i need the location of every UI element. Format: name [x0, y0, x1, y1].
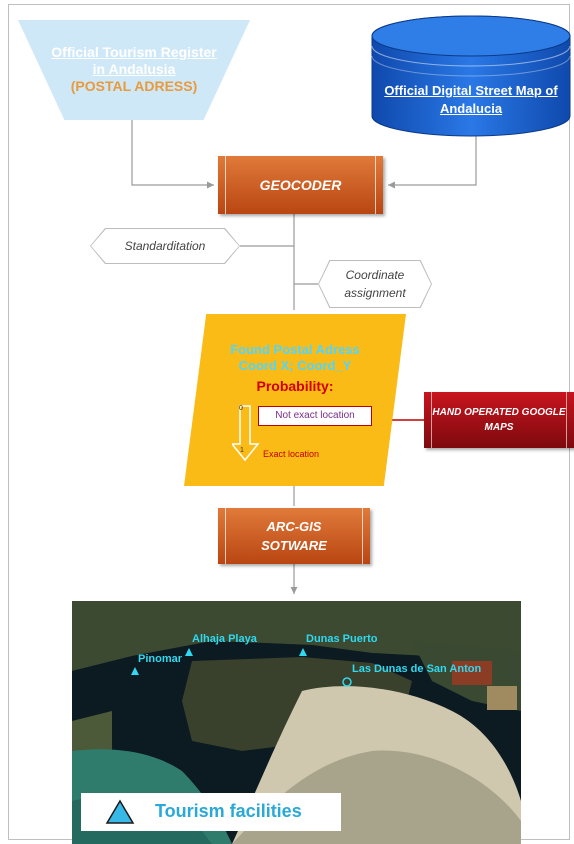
san-anton-marker-icon [342, 677, 352, 687]
tourism-register-title: Official Tourism Register in Andalusia [51, 44, 217, 77]
probability-label: Probability: [256, 378, 334, 394]
legend-label: Tourism facilities [155, 801, 302, 821]
scale-top-label: 0 [239, 405, 243, 412]
register-to-geocoder-arrow [131, 120, 214, 189]
street-map-database: Official Digital Street Map of Andalucia [370, 12, 572, 138]
database-cylinder-icon [371, 15, 571, 137]
place-label-san-anton: Las Dunas de San Anton [352, 663, 482, 675]
alhaja-marker-icon [185, 648, 193, 656]
hand-operated-google-maps-box: HAND OPERATED GOOGLE MAPS [424, 392, 574, 448]
place-label-pinomar: Pinomar [138, 653, 183, 665]
street-map-title: Official Digital Street Map of Andalucia [384, 83, 558, 116]
tourism-facility-triangle-icon [105, 799, 135, 824]
found-line2: Coord X; Coord_Y [238, 358, 352, 373]
place-label-dunas-puerto: Dunas Puerto [306, 633, 378, 645]
arcgis-line1: ARC-GIS [266, 519, 322, 534]
found-address-node: Found Postal Adress Coord X; Coord_Y Pro… [184, 314, 406, 486]
probability-arrow-icon [232, 405, 260, 462]
coordinate-label: Coordinate assignment [319, 261, 431, 307]
arcgis-line2: SOTWARE [261, 538, 327, 553]
found-line1: Found Postal Adress [230, 342, 360, 357]
arcgis-box: ARC-GIS SOTWARE [218, 508, 370, 564]
found-address-label: Found Postal Adress Coord X; Coord_Y [184, 342, 406, 374]
map-to-geocoder-arrow [388, 136, 477, 189]
geocoder-box: GEOCODER [218, 156, 383, 214]
coordinate-callout: Coordinate assignment [318, 260, 432, 308]
pinomar-marker-icon [131, 667, 139, 675]
dunas-puerto-marker-icon [299, 648, 307, 656]
place-label-alhaja-playa: Alhaja Playa [192, 633, 257, 645]
map-legend: Tourism facilities [81, 793, 341, 831]
tourism-register-node: Official Tourism Register in Andalusia (… [18, 20, 250, 120]
standardization-callout: Standarditation [90, 228, 240, 264]
exact-location-label: Exact location [263, 449, 320, 459]
standardization-label: Standarditation [91, 229, 239, 263]
aerial-map-image: Pinomar Alhaja Playa Dunas Puerto Las Du… [72, 601, 521, 844]
not-exact-location-box: Not exact location [258, 406, 372, 426]
scale-bottom-label: 1 [240, 447, 244, 454]
tourism-register-subtitle: (POSTAL ADRESS) [70, 78, 198, 94]
